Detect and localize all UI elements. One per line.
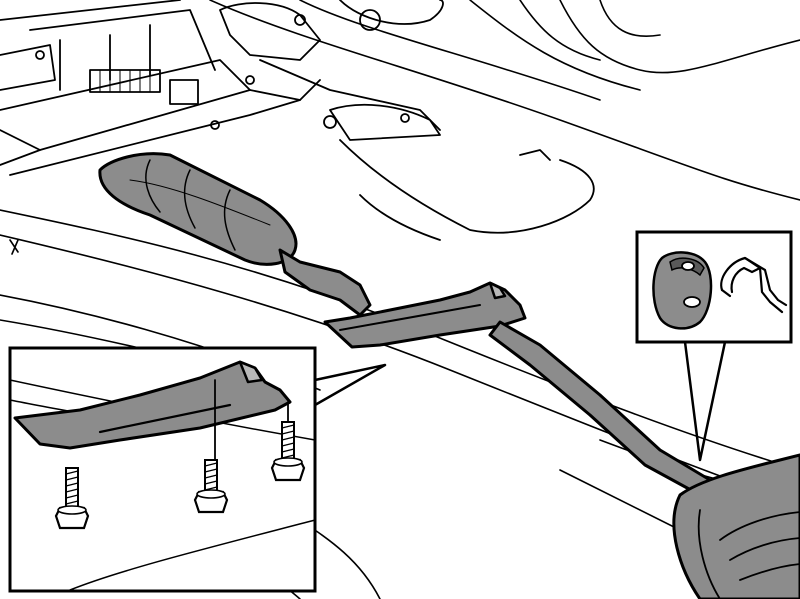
detail-frame-right xyxy=(635,230,793,344)
bolt-icon xyxy=(193,459,229,514)
hanger-detail xyxy=(635,230,793,462)
exhaust-system xyxy=(98,152,800,599)
heat-shield-detail-part xyxy=(13,360,292,450)
rubber-hanger-icon xyxy=(652,251,713,330)
rear-silencer xyxy=(672,453,800,599)
wire-clip-icon xyxy=(720,256,788,314)
exhaust-pipe-intermediate xyxy=(488,320,727,504)
bolt-icon xyxy=(54,467,90,530)
bolt-icon xyxy=(270,421,306,482)
subframe xyxy=(0,0,595,241)
heat-shield-detail xyxy=(8,346,387,593)
catalytic-converter xyxy=(98,152,298,266)
callout-pointer-left xyxy=(313,363,387,407)
exhaust-pipe-front xyxy=(278,248,372,317)
callout-pointer-right xyxy=(683,340,727,462)
